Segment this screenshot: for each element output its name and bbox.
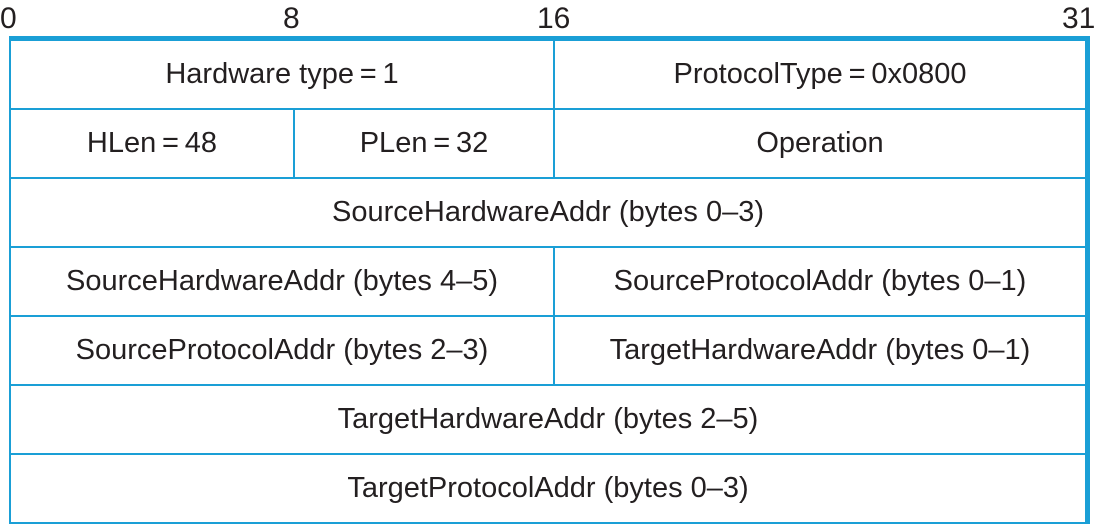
field-plen: PLen = 32: [293, 110, 553, 179]
field-hardware-type: Hardware type = 1: [9, 41, 553, 110]
arp-packet-diagram: Hardware type = 1 ProtocolType = 0x0800 …: [9, 41, 1085, 524]
bit-label-8: 8: [283, 2, 300, 35]
field-operation: Operation: [553, 110, 1085, 179]
packet-row-4: SourceHardwareAddr (bytes 4–5) SourcePro…: [9, 248, 1085, 317]
packet-row-3: SourceHardwareAddr (bytes 0–3): [9, 179, 1085, 248]
field-hlen: HLen = 48: [9, 110, 293, 179]
field-source-protocol-addr-2-3: SourceProtocolAddr (bytes 2–3): [9, 317, 553, 386]
bit-label-0: 0: [0, 2, 17, 35]
field-target-hardware-addr-2-5: TargetHardwareAddr (bytes 2–5): [9, 386, 1085, 455]
field-source-protocol-addr-0-1: SourceProtocolAddr (bytes 0–1): [553, 248, 1085, 317]
bit-label-31: 31: [1062, 2, 1096, 35]
packet-row-6: TargetHardwareAddr (bytes 2–5): [9, 386, 1085, 455]
field-target-hardware-addr-0-1: TargetHardwareAddr (bytes 0–1): [553, 317, 1085, 386]
bit-label-16: 16: [537, 2, 571, 35]
packet-row-1: Hardware type = 1 ProtocolType = 0x0800: [9, 41, 1085, 110]
field-protocol-type: ProtocolType = 0x0800: [553, 41, 1085, 110]
field-target-protocol-addr-0-3: TargetProtocolAddr (bytes 0–3): [9, 455, 1085, 524]
top-bit-rule: [9, 36, 1090, 41]
right-border-rule: [1085, 36, 1090, 524]
field-source-hardware-addr-4-5: SourceHardwareAddr (bytes 4–5): [9, 248, 553, 317]
packet-row-5: SourceProtocolAddr (bytes 2–3) TargetHar…: [9, 317, 1085, 386]
packet-row-2: HLen = 48 PLen = 32 Operation: [9, 110, 1085, 179]
packet-row-7: TargetProtocolAddr (bytes 0–3): [9, 455, 1085, 524]
field-source-hardware-addr-0-3: SourceHardwareAddr (bytes 0–3): [9, 179, 1085, 248]
